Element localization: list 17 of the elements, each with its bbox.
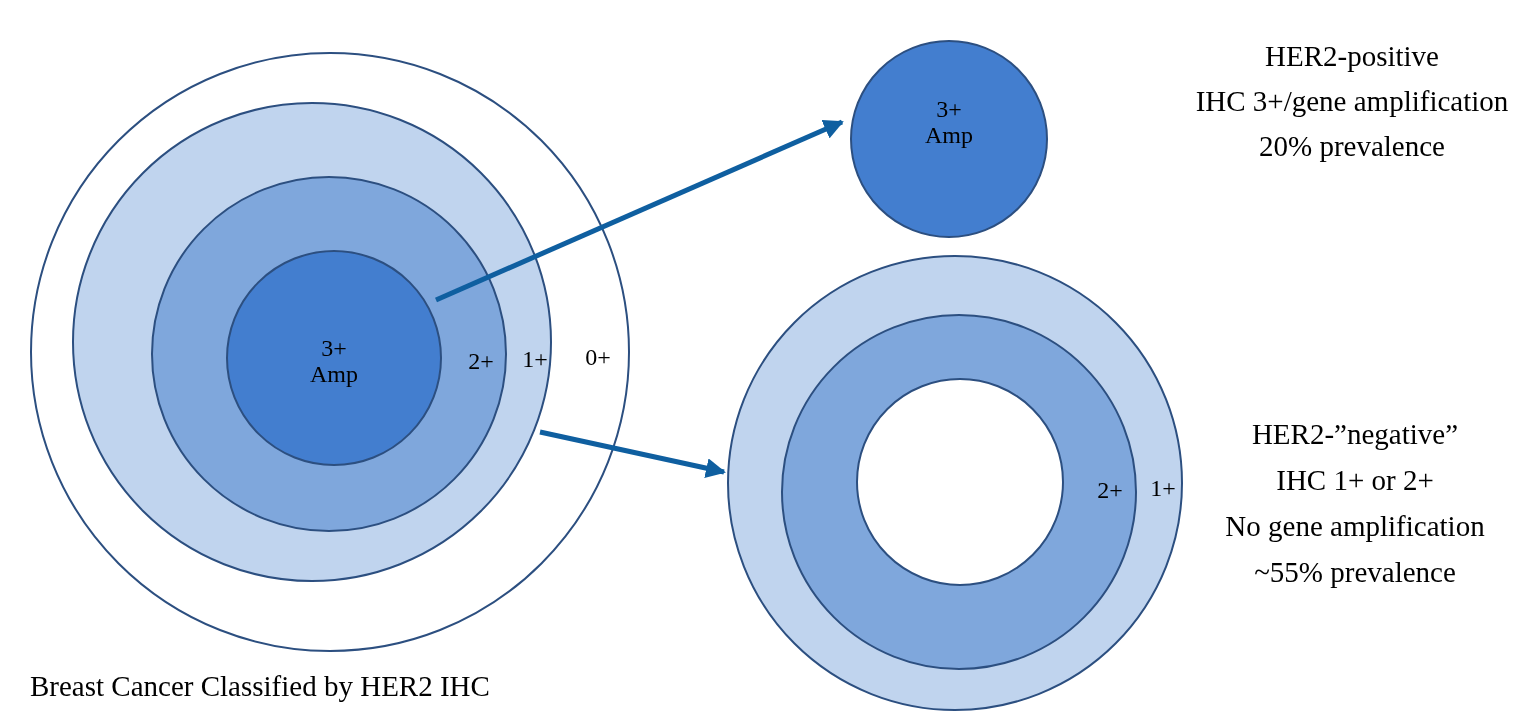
- circle-label: 2+: [468, 347, 494, 375]
- arrow: [435, 119, 844, 303]
- description-text: IHC 3+/gene amplification: [1195, 85, 1509, 118]
- caption: Breast Cancer Classified by HER2 IHC: [30, 670, 490, 703]
- description-text: No gene amplification: [1225, 510, 1485, 543]
- description-text: 20% prevalence: [1259, 130, 1445, 163]
- circle-label: 1+: [522, 345, 548, 373]
- circle-label: 1+: [1150, 474, 1176, 502]
- circle-label: 3+ Amp: [309, 334, 359, 388]
- circle-label: 2+: [1097, 476, 1123, 504]
- arrow: [539, 429, 726, 478]
- circle-label: 3+ Amp: [924, 95, 974, 149]
- description-text: IHC 1+ or 2+: [1276, 464, 1434, 497]
- description-text: HER2-”negative”: [1251, 418, 1459, 451]
- description-text: HER2-positive: [1265, 40, 1439, 73]
- description-text: ~55% prevalence: [1254, 556, 1456, 589]
- circle-label: 0+: [585, 343, 611, 371]
